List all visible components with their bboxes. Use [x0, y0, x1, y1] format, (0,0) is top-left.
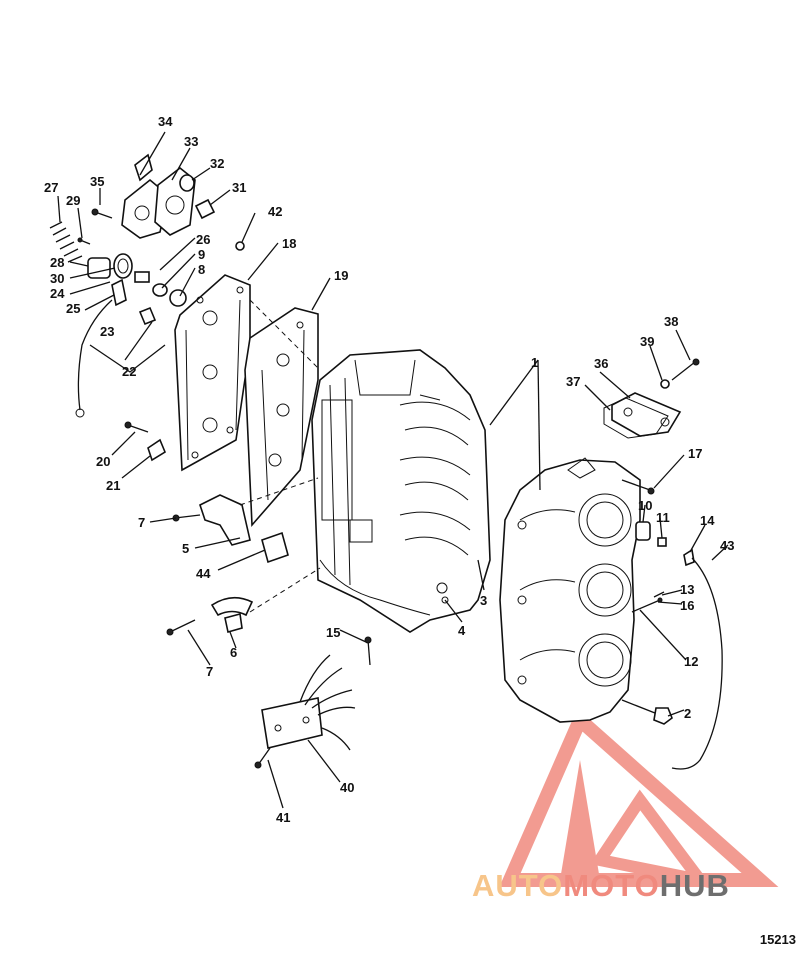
- callout-1: 1: [531, 355, 538, 370]
- callout-8: 8: [198, 262, 205, 277]
- screws-13-16: [631, 591, 665, 613]
- screw-15: [364, 636, 372, 666]
- callout-12: 12: [684, 654, 698, 669]
- fitting-14: [683, 548, 695, 567]
- callout-5: 5: [182, 541, 189, 556]
- bleed-hose-assembly: [75, 278, 157, 418]
- screw-29: [77, 237, 91, 245]
- cylinder-block: [311, 349, 491, 633]
- leader-lines: [57, 131, 729, 809]
- rectifier-40: [261, 654, 356, 751]
- callout-20: 20: [96, 454, 110, 469]
- callout-40: 40: [340, 780, 354, 795]
- callout-11: 11: [656, 510, 670, 525]
- callout-30: 30: [50, 271, 64, 286]
- callout-32: 32: [210, 156, 224, 171]
- washer-39: [660, 379, 670, 389]
- callout-41: 41: [276, 810, 290, 825]
- screw-41: [254, 747, 271, 769]
- callout-17: 17: [688, 446, 702, 461]
- figure-number: 15213: [759, 932, 796, 947]
- callout-15: 15: [326, 625, 340, 640]
- watermark-hub: HUB: [659, 868, 730, 903]
- bracket-6: [210, 596, 254, 634]
- callout-9: 9: [198, 247, 205, 262]
- callout-labels: 1 2 3 4 5 6 7 7 8 9 10 11 12 13 14 15 16…: [44, 114, 734, 825]
- callout-16: 16: [680, 598, 694, 613]
- callout-37: 37: [566, 374, 580, 389]
- watermark-moto: MOTO: [563, 868, 660, 903]
- screw-7-lower: [166, 619, 196, 636]
- callout-38: 38: [664, 314, 678, 329]
- clip-21: [147, 438, 167, 462]
- fitting-31: [194, 198, 216, 220]
- bolt-2: [621, 699, 673, 725]
- callout-36: 36: [594, 356, 608, 371]
- callout-21: 21: [106, 478, 120, 493]
- watermark-logo-icon: [499, 708, 779, 889]
- callout-3: 3: [480, 593, 487, 608]
- diaphragm-30: [113, 253, 133, 279]
- bracket-44: [261, 531, 289, 564]
- watermark-text: AUTOMOTOHUB: [472, 868, 730, 904]
- callout-34: 34: [158, 114, 173, 129]
- callout-39: 39: [640, 334, 654, 349]
- callout-6: 6: [230, 645, 237, 660]
- fittings-9-8-26: [134, 271, 187, 307]
- callout-7b: 7: [206, 664, 213, 679]
- callout-28: 28: [50, 255, 64, 270]
- poppet-valve-28: [87, 257, 111, 279]
- bolt-38: [671, 358, 700, 381]
- alignment-line: [239, 477, 319, 506]
- callout-33: 33: [184, 134, 198, 149]
- bolt-17: [621, 479, 655, 495]
- callout-25: 25: [66, 301, 80, 316]
- callout-7a: 7: [138, 515, 145, 530]
- callout-23: 23: [100, 324, 114, 339]
- cover-plate-36: [611, 392, 682, 437]
- cover-gasket: [244, 307, 319, 528]
- callout-31: 31: [232, 180, 246, 195]
- callout-10: 10: [638, 498, 652, 513]
- callout-14: 14: [700, 513, 715, 528]
- plug-42: [235, 241, 245, 251]
- nut-11: [657, 537, 667, 547]
- screw-35: [91, 208, 113, 219]
- callout-19: 19: [334, 268, 348, 283]
- callout-27: 27: [44, 180, 58, 195]
- callout-43: 43: [720, 538, 734, 553]
- callout-29: 29: [66, 193, 80, 208]
- gasket-37: [603, 397, 669, 439]
- hose-43: [671, 557, 723, 770]
- screw-20: [124, 421, 149, 433]
- cylinder-head: [499, 457, 641, 723]
- callout-35: 35: [90, 174, 104, 189]
- bracket-5: [199, 494, 251, 546]
- callout-13: 13: [680, 582, 694, 597]
- screw-7-upper: [172, 514, 201, 522]
- watermark-auto: AUTO: [472, 868, 564, 903]
- grommet-32: [179, 174, 195, 192]
- callout-26: 26: [196, 232, 210, 247]
- callout-18: 18: [282, 236, 296, 251]
- callout-24: 24: [50, 286, 65, 301]
- callout-44: 44: [196, 566, 211, 581]
- callout-22: 22: [122, 364, 136, 379]
- callout-42: 42: [268, 204, 282, 219]
- transfer-cover-plate: [174, 274, 251, 472]
- callout-2: 2: [684, 706, 691, 721]
- alignment-line: [249, 299, 321, 371]
- callout-4: 4: [458, 623, 466, 638]
- spring-27: [49, 221, 83, 263]
- sleeve-10: [635, 521, 651, 541]
- alignment-line: [249, 567, 321, 613]
